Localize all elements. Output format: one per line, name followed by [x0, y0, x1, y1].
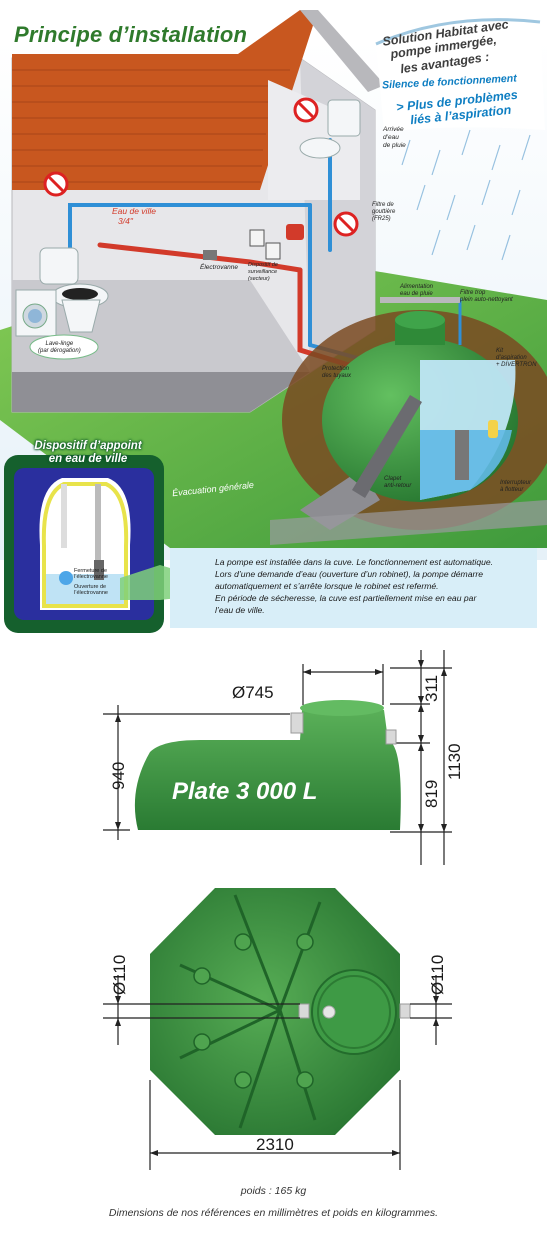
info-line: Lors d’une demande d’eau (ouverture d’un…	[215, 569, 484, 579]
inlet-pipe	[290, 712, 304, 734]
dim-311: 311	[422, 675, 441, 702]
dim-diameter-top: Ø745	[232, 683, 274, 702]
rain	[401, 129, 531, 261]
dim-110-left: Ø110	[110, 955, 129, 995]
dim-110-right: Ø110	[428, 955, 447, 995]
floor-edge	[12, 372, 310, 412]
tank-side-view: Ø745 311 819 1130 940	[103, 650, 464, 865]
tank-model-name: Plate 3 000 L	[172, 778, 318, 805]
control-boxes	[203, 224, 304, 260]
roof-edge	[300, 10, 385, 92]
dim-1130: 1130	[445, 743, 464, 780]
info-line: La pompe est installée dans la cuve. Le …	[215, 557, 494, 567]
weight-note: poids : 165 kg	[240, 1185, 307, 1197]
electrovanne-label: Électrovanne	[200, 264, 238, 271]
dim-2310: 2310	[256, 1135, 294, 1154]
tank-top-view: Ø110 Ø110 2310	[103, 888, 452, 1170]
page-title: Principe d’installation	[14, 22, 248, 47]
dispositif-title: Dispositif d’appoint en eau de ville	[34, 440, 142, 465]
dim-940: 940	[109, 762, 128, 790]
info-box: La pompe est installée dans la cuve. Le …	[170, 548, 537, 628]
manhole	[311, 969, 397, 1055]
dim-819: 819	[422, 780, 441, 808]
toilet-downstairs	[39, 247, 109, 333]
roof	[12, 10, 318, 190]
no-drinking-icon	[43, 97, 359, 237]
washing-machine-icon	[15, 289, 57, 337]
advantages-badge: Solution Habitat avec pompe immergée, le…	[370, 14, 545, 130]
toilet-upstairs	[299, 99, 361, 159]
suction-hose	[352, 395, 422, 498]
units-footnote: Dimensions de nos références en millimèt…	[108, 1207, 439, 1219]
lave-linge-label: Lave-linge(par dérogation)	[38, 341, 81, 354]
tank-body	[134, 705, 401, 830]
outlet-pipe	[385, 729, 397, 745]
info-line: l’eau de ville.	[215, 605, 265, 615]
badge-background	[375, 18, 545, 130]
info-line: automatiquement et s’arrête lorsque le r…	[215, 581, 439, 591]
info-line: En période de sécheresse, la cuve est pa…	[215, 593, 477, 603]
